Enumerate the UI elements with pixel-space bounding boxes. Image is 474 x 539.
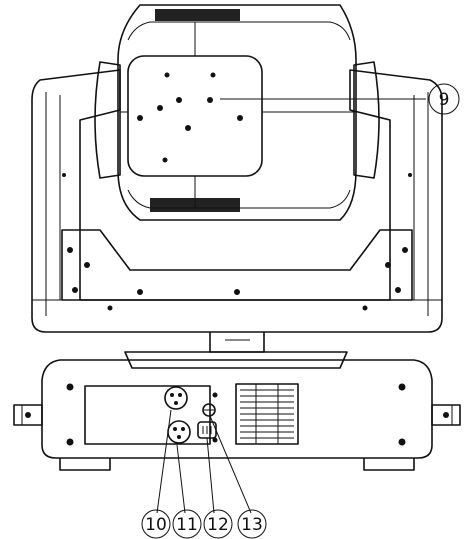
moving-head: [94, 4, 380, 221]
callout-10: 10: [141, 509, 171, 539]
right-handle: [431, 404, 461, 426]
top-vent-grille: [155, 9, 240, 21]
xlr-output-connector: [167, 420, 191, 444]
yoke-screws: [62, 173, 412, 311]
callout-10-label: 10: [145, 515, 167, 535]
fuse-holder: [202, 403, 216, 417]
xlr-input-connector: [164, 386, 188, 410]
callout-12-label: 12: [207, 515, 229, 535]
callout-9-label: 9: [439, 90, 450, 110]
callout-12: 12: [203, 509, 233, 539]
yoke: [31, 69, 443, 353]
callout-11: 11: [172, 509, 202, 539]
left-handle: [13, 404, 43, 426]
base-vent-grille: [235, 383, 299, 445]
callout-13: 13: [237, 509, 267, 539]
base: [13, 351, 461, 471]
panel-screws: [137, 72, 243, 163]
callout-11-label: 11: [176, 515, 198, 535]
callout-13-label: 13: [241, 515, 263, 535]
leader-lines: [156, 98, 426, 514]
callout-9: 9: [428, 83, 460, 115]
